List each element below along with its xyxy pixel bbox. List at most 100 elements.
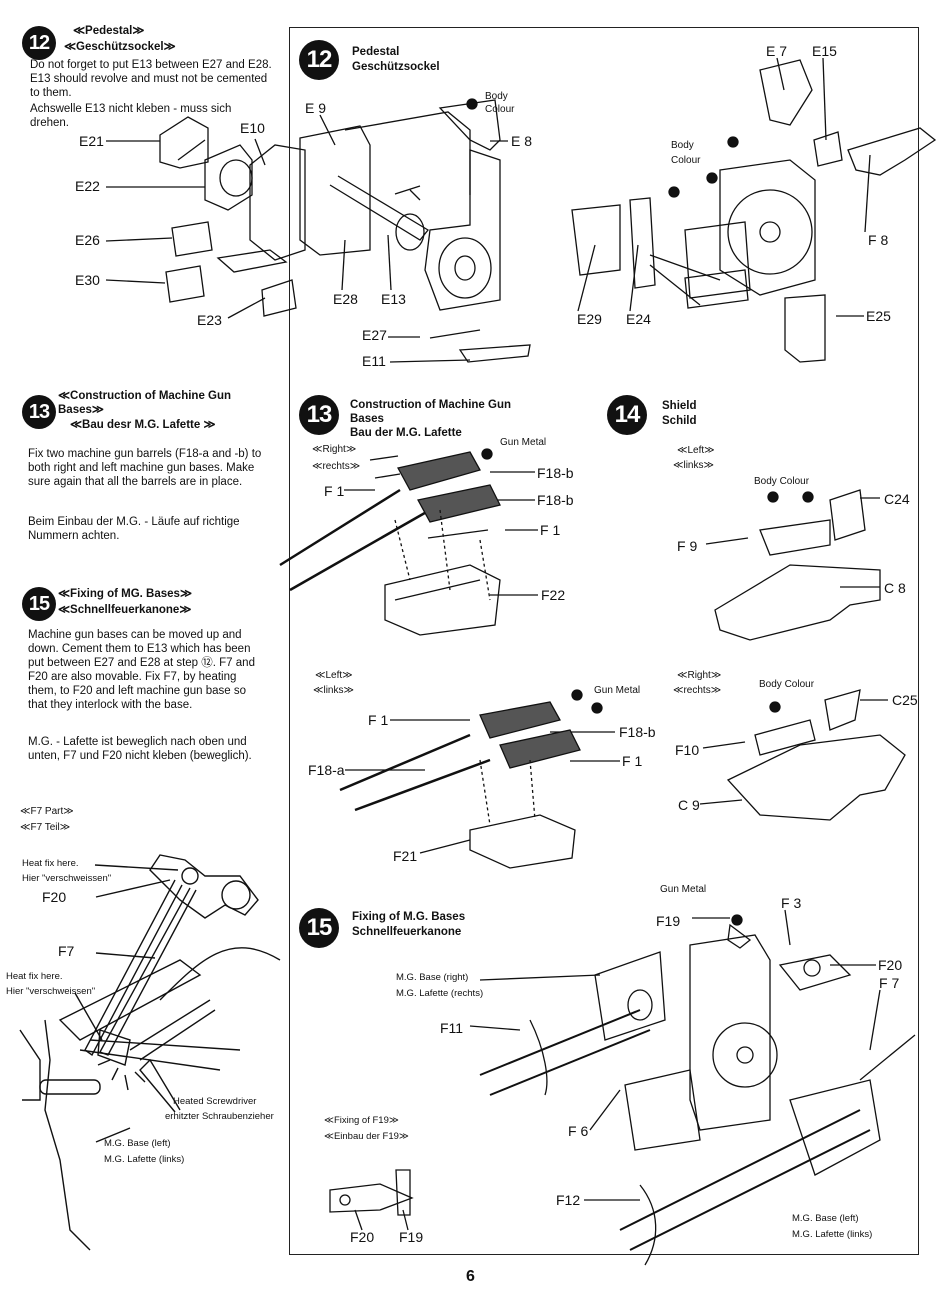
step-13-diagram-title-de: Bau der M.G. Lafette — [350, 427, 462, 439]
part-label-f6: F 6 — [568, 1123, 589, 1139]
step-15-badge: 15 — [22, 587, 56, 621]
part-label-f18a: F18-a — [308, 762, 345, 778]
part-label-f22: F22 — [541, 587, 566, 603]
step-15-text-de: M.G. - Lafette ist beweglich nach oben u… — [28, 736, 252, 762]
step-13-badge: 13 — [22, 395, 56, 429]
body-colour-3: Body Colour — [754, 476, 810, 487]
part-label-f1-top-2: F 1 — [540, 522, 561, 538]
mg-base-right-de: M.G. Lafette (rechts) — [396, 988, 484, 999]
part-label-e7: E 7 — [766, 43, 788, 59]
part-label-f11: F11 — [440, 1020, 464, 1036]
part-label-f1-bottom-2: F 1 — [622, 753, 643, 769]
step-12-title-de: ≪Geschützsockel≫ — [64, 41, 176, 53]
right-de-2: ≪rechts≫ — [673, 685, 722, 696]
part-label-f19-inset: F19 — [399, 1229, 424, 1245]
part-label-e25: E25 — [866, 308, 891, 324]
gun-metal-1: Gun Metal — [500, 437, 547, 448]
left-en-2: ≪Left≫ — [677, 445, 715, 456]
part-label-c9: C 9 — [678, 797, 700, 813]
step-13-title-en: ≪Construction of Machine Gun Bases≫ — [58, 390, 232, 416]
part-label-e11: E11 — [362, 353, 386, 369]
part-label-e30: E30 — [75, 272, 100, 288]
step-12-badge: 12 — [22, 26, 56, 60]
part-label-e28: E28 — [333, 291, 358, 307]
part-label-f1-bottom: F 1 — [368, 712, 389, 728]
step-14-diagram-title-de: Schild — [662, 415, 697, 427]
part-label-e15: E15 — [812, 43, 837, 59]
step-15-diagram-badge: 15 — [299, 908, 339, 948]
f7-part-title-en: ≪F7 Part≫ — [20, 806, 74, 817]
gun-metal-3: Gun Metal — [660, 884, 707, 895]
part-label-c24: C24 — [884, 491, 910, 507]
step-14-diagram-title-en: Shield — [662, 400, 697, 412]
step-12-title-en: ≪Pedestal≫ — [73, 25, 145, 37]
step-13-text-en: Fix two machine gun barrels (F18-a and -… — [28, 448, 262, 488]
body-colour-4: Body Colour — [759, 679, 815, 690]
part-label-e27: E27 — [362, 327, 387, 343]
step-12-text-en: Do not forget to put E13 between E27 and… — [30, 59, 272, 99]
part-label-e21: E21 — [79, 133, 104, 149]
mg-base-right-en: M.G. Base (right) — [396, 972, 469, 983]
part-label-e10: E10 — [240, 120, 265, 136]
part-label-e29: E29 — [577, 311, 602, 327]
step-15-text-en: Machine gun bases can be moved up and do… — [28, 629, 255, 711]
part-label-f7: F 7 — [879, 975, 900, 991]
part-label-e26: E26 — [75, 232, 100, 248]
f7part-f20-label: F20 — [42, 889, 67, 905]
f7-part-title-de: ≪F7 Teil≫ — [20, 822, 71, 833]
part-label-e8: E 8 — [511, 133, 533, 149]
part-label-f12: F12 — [556, 1192, 581, 1208]
fixing-f19-de: ≪Einbau der F19≫ — [324, 1131, 409, 1142]
step-15-title-en: ≪Fixing of MG. Bases≫ — [58, 588, 192, 600]
right-de-1: ≪rechts≫ — [312, 461, 361, 472]
right-en-2: ≪Right≫ — [677, 670, 722, 681]
part-label-f20-inset: F20 — [350, 1229, 375, 1245]
step-13-diagram-badge: 13 — [299, 395, 339, 435]
part-label-c25: C25 — [892, 692, 918, 708]
diagram-frame — [289, 27, 919, 1255]
part-label-f21: F21 — [393, 848, 418, 864]
heat-fix-2-en: Heat fix here. — [6, 971, 63, 982]
part-label-f10: F10 — [675, 742, 700, 758]
body-colour-a-1: Body — [485, 91, 508, 102]
page-number: 6 — [466, 1268, 475, 1285]
part-label-e23: E23 — [197, 312, 222, 328]
left-en-1: ≪Left≫ — [315, 670, 353, 681]
part-label-f19: F19 — [656, 913, 681, 929]
part-label-f18b-top-2: F18-b — [537, 492, 574, 508]
step-14-diagram-badge: 14 — [607, 395, 647, 435]
mg-base-left-en-2: M.G. Base (left) — [792, 1213, 859, 1224]
mg-base-left-de: M.G. Lafette (links) — [104, 1154, 185, 1165]
part-label-e24: E24 — [626, 311, 651, 327]
part-label-e9: E 9 — [305, 100, 327, 116]
heat-fix-1-de: Hier "verschweissen" — [22, 873, 112, 884]
part-label-f1-top: F 1 — [324, 483, 345, 499]
step-12-text-de: Achswelle E13 nicht kleben - muss sich d… — [30, 103, 232, 129]
step-12-diagram-title-de: Geschützsockel — [352, 61, 440, 73]
part-label-c8: C 8 — [884, 580, 906, 596]
part-label-f9: F 9 — [677, 538, 698, 554]
step-12-diagram-badge: 12 — [299, 40, 339, 80]
left-de-2: ≪links≫ — [673, 460, 714, 471]
part-label-e13: E13 — [381, 291, 406, 307]
step-12-diagram-title-en: Pedestal — [352, 46, 400, 58]
body-colour-a-2: Body — [671, 140, 694, 151]
part-label-e22: E22 — [75, 178, 100, 194]
f7part-f7-label: F7 — [58, 943, 75, 959]
heat-fix-2-de: Hier "verschweissen" — [6, 986, 96, 997]
f7-part-drawing — [19, 854, 281, 1251]
mg-base-left-de-2: M.G. Lafette (links) — [792, 1229, 873, 1240]
part-label-f20: F20 — [878, 957, 903, 973]
step-15-title-de: ≪Schnellfeuerkanone≫ — [58, 604, 192, 616]
heat-fix-1-en: Heat fix here. — [22, 858, 79, 869]
body-colour-b-2: Colour — [671, 155, 701, 166]
part-label-f18b-top-1: F18-b — [537, 465, 574, 481]
step-15-diagram-title-de: Schnellfeuerkanone — [352, 926, 462, 938]
mg-base-left-en: M.G. Base (left) — [104, 1138, 171, 1149]
step-13-title-de: ≪Bau desr M.G. Lafette ≫ — [70, 419, 216, 431]
body-colour-b-1: Colour — [485, 104, 515, 115]
step-13-diagram-title-en: Construction of Machine Gun Bases — [350, 399, 511, 425]
step-13-text-de: Beim Einbau der M.G. - Läufe auf richtig… — [28, 516, 240, 542]
right-en-1: ≪Right≫ — [312, 444, 357, 455]
fixing-f19-en: ≪Fixing of F19≫ — [324, 1115, 399, 1126]
